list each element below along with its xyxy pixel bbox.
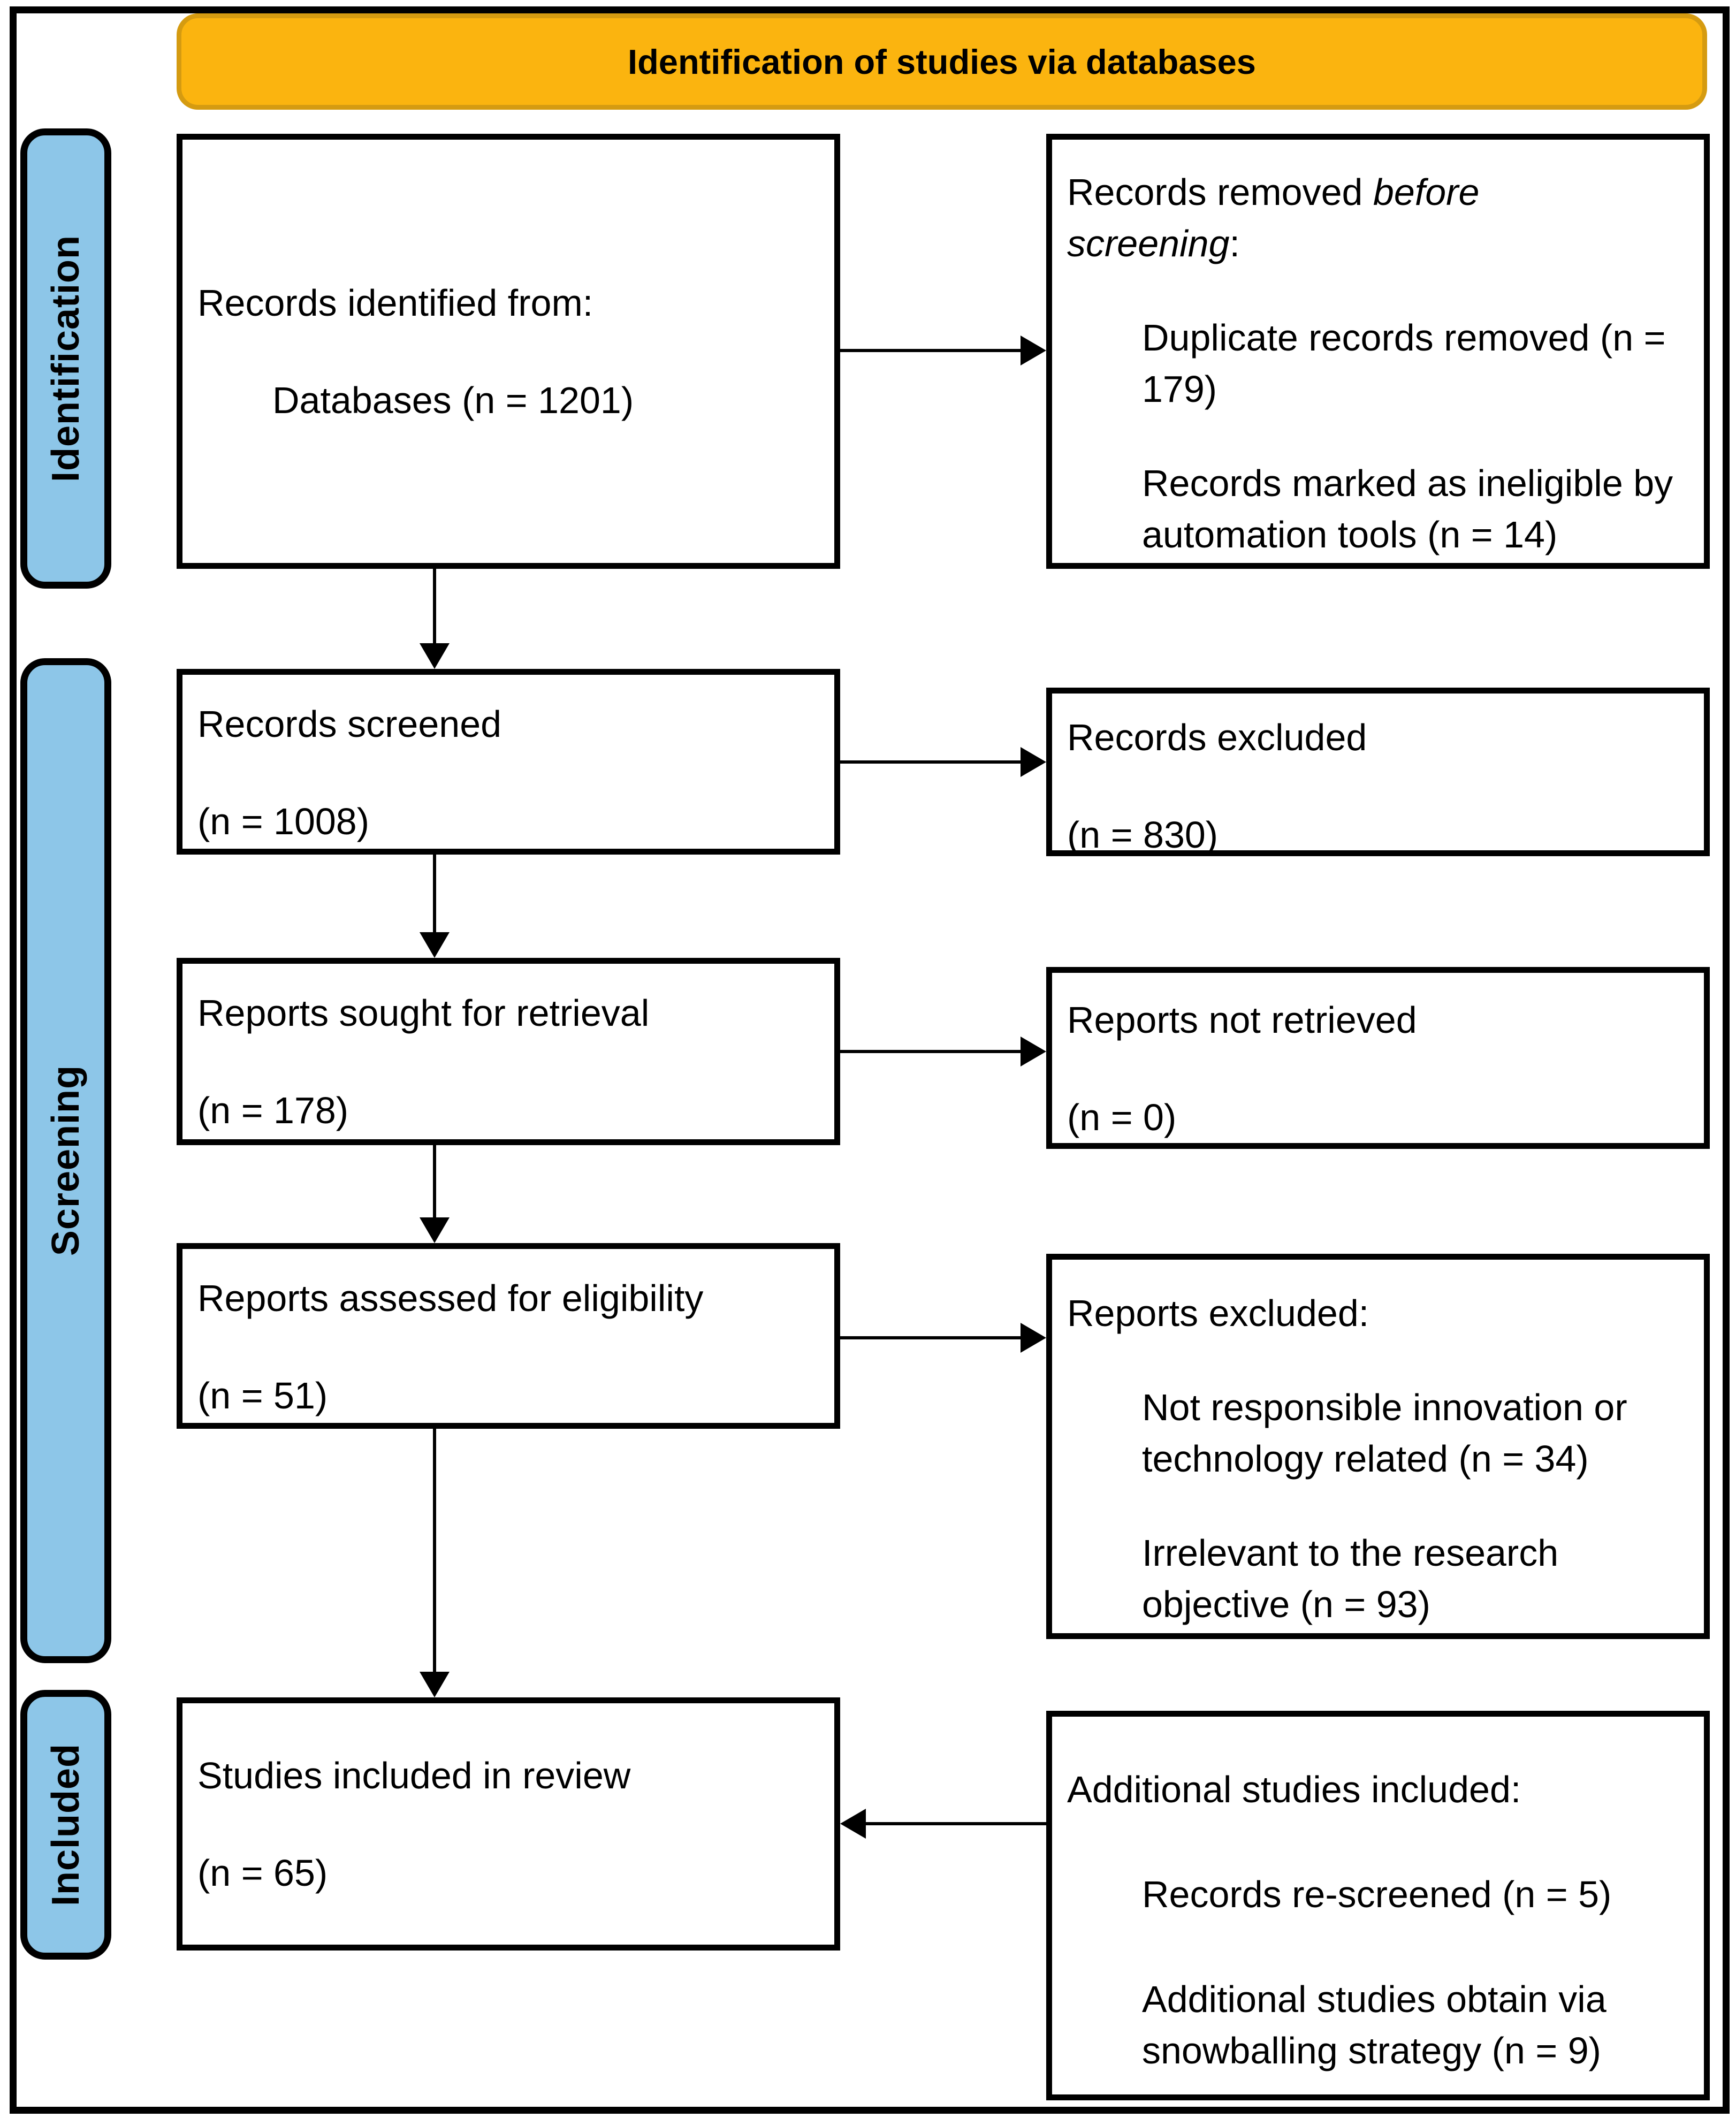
arrow-assessed-to-included-head — [420, 1672, 450, 1697]
reports-sought-line1: Reports sought for retrieval — [197, 992, 650, 1034]
arrow-identified-to-removed-line — [840, 349, 1021, 352]
studies-included-line1: Studies included in review — [197, 1754, 631, 1796]
reports-assessed-line1: Reports assessed for eligibility — [197, 1277, 704, 1319]
diagram-title: Identification of studies via databases — [628, 42, 1256, 81]
title-banner: Identification of studies via databases — [177, 13, 1707, 110]
records-removed-item-automation: Records marked as ineligible by automati… — [1142, 462, 1673, 555]
diagram-outer-border — [10, 6, 1730, 2114]
arrow-additional-to-included-line — [866, 1822, 1046, 1825]
records-identified-line1: Records identified from: — [197, 281, 593, 324]
reports-excluded-item-not-related: Not responsible innovation or technology… — [1142, 1386, 1627, 1480]
reports-excluded-item-irrelevant: Irrelevant to the research objective (n … — [1142, 1532, 1559, 1625]
records-excluded-line2: (n = 830) — [1067, 814, 1219, 856]
reports-sought-line2: (n = 178) — [197, 1090, 349, 1131]
box-records-identified: Records identified from: Databases (n = … — [177, 134, 840, 569]
box-additional-studies: Additional studies included: Records re-… — [1046, 1711, 1710, 2100]
stage-identification: Identification — [20, 128, 111, 589]
records-excluded-line1: Records excluded — [1067, 717, 1367, 758]
studies-included-line2: (n = 65) — [197, 1852, 328, 1894]
arrow-assessed-to-included-line — [433, 1429, 436, 1672]
reports-assessed-line2: (n = 51) — [197, 1375, 328, 1416]
additional-studies-item-rescreened: Records re-screened (n = 5) — [1142, 1873, 1612, 1915]
arrow-screened-to-sought-head — [420, 932, 450, 958]
records-removed-item-duplicates: Duplicate records removed (n = 179) — [1142, 317, 1666, 410]
arrow-additional-to-included-head — [840, 1809, 866, 1839]
box-records-excluded: Records excluded (n = 830) — [1046, 688, 1710, 856]
box-studies-included: Studies included in review (n = 65) — [177, 1697, 840, 1951]
arrow-sought-to-notretrieved-head — [1021, 1037, 1046, 1066]
reports-excluded-heading: Reports excluded: — [1067, 1292, 1369, 1334]
arrow-screened-to-excluded-head — [1021, 747, 1046, 777]
arrow-sought-to-assessed-head — [420, 1217, 450, 1243]
arrow-screened-to-excluded-line — [840, 760, 1021, 764]
records-identified-line2: Databases (n = 1201) — [272, 379, 634, 421]
box-reports-sought: Reports sought for retrieval (n = 178) — [177, 958, 840, 1145]
reports-not-retrieved-line1: Reports not retrieved — [1067, 999, 1417, 1041]
box-reports-assessed: Reports assessed for eligibility (n = 51… — [177, 1243, 840, 1429]
arrow-assessed-to-excluded-line — [840, 1336, 1021, 1339]
stage-included: Included — [20, 1690, 111, 1960]
records-screened-line2: (n = 1008) — [197, 801, 370, 842]
arrow-identified-to-screened-line — [433, 569, 436, 643]
records-removed-heading: Records removed before screening: — [1067, 171, 1480, 264]
box-reports-not-retrieved: Reports not retrieved (n = 0) — [1046, 967, 1710, 1149]
box-records-removed: Records removed before screening: Duplic… — [1046, 134, 1710, 569]
stage-screening-label: Screening — [44, 1065, 87, 1256]
arrow-identified-to-screened-head — [420, 643, 450, 669]
stage-included-label: Included — [44, 1743, 87, 1906]
stage-identification-label: Identification — [44, 235, 87, 482]
records-screened-line1: Records screened — [197, 703, 502, 745]
arrow-assessed-to-excluded-head — [1021, 1323, 1046, 1353]
box-records-screened: Records screened (n = 1008) — [177, 669, 840, 855]
arrow-identified-to-removed-head — [1021, 336, 1046, 365]
additional-studies-heading: Additional studies included: — [1067, 1769, 1521, 1810]
arrow-screened-to-sought-line — [433, 855, 436, 932]
additional-studies-item-snowballing: Additional studies obtain via snowballin… — [1142, 1978, 1606, 2071]
arrow-sought-to-notretrieved-line — [840, 1050, 1021, 1053]
arrow-sought-to-assessed-line — [433, 1145, 436, 1217]
reports-not-retrieved-line2: (n = 0) — [1067, 1096, 1177, 1138]
box-reports-excluded: Reports excluded: Not responsible innova… — [1046, 1254, 1710, 1639]
stage-screening: Screening — [20, 658, 111, 1663]
